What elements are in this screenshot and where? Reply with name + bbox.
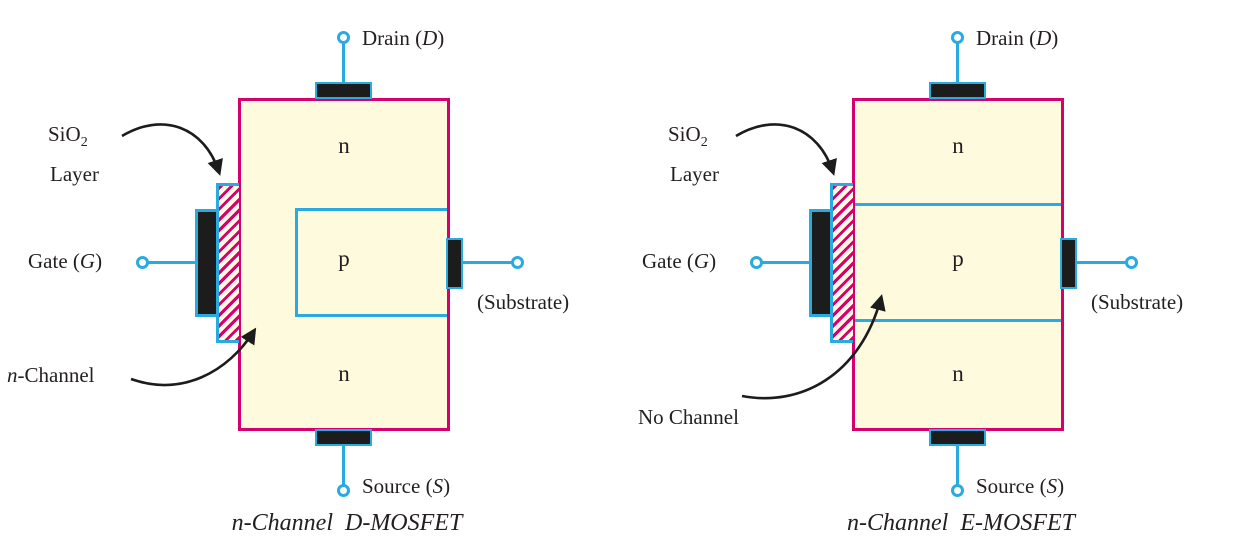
source-contact: [929, 429, 986, 446]
gate-lead: [761, 261, 811, 264]
drain-lead: [342, 43, 345, 83]
gate-terminal-dot: [750, 256, 763, 269]
n-region-top-label: n: [952, 133, 964, 158]
drain-terminal-dot: [951, 31, 964, 44]
sio2-label-line1: SiO2: [48, 122, 88, 150]
drain-terminal-label: Drain (D): [362, 26, 445, 50]
source-terminal-dot: [337, 484, 350, 497]
gate-electrode: [809, 209, 831, 317]
d-mosfet-diagram: n p n Drain (D) Source (S) (Substrate) G…: [7, 26, 570, 536]
sio2-layer: [216, 183, 239, 343]
source-lead: [956, 445, 959, 485]
sio2-arrow: [121, 123, 223, 176]
sio2-arrow: [735, 123, 837, 176]
sio2-label-line2: Layer: [50, 162, 99, 186]
p-region-outline: [295, 208, 447, 317]
substrate-terminal-dot: [1125, 256, 1138, 269]
source-lead: [342, 445, 345, 485]
substrate-contact: [1060, 238, 1077, 289]
semiconductor-body: [238, 98, 450, 431]
substrate-terminal-dot: [511, 256, 524, 269]
p-region-label: p: [952, 246, 964, 271]
n-channel-label: n-Channel: [7, 363, 95, 387]
source-contact: [315, 429, 372, 446]
substrate-label: (Substrate): [1091, 290, 1184, 314]
sio2-label-line2: Layer: [670, 162, 719, 186]
no-channel-label: No Channel: [638, 405, 739, 429]
drain-terminal-dot: [337, 31, 350, 44]
gate-electrode: [195, 209, 217, 317]
drain-contact: [315, 82, 372, 99]
diagram-caption: n-Channel D-MOSFET: [231, 510, 463, 536]
sio2-label-line1: SiO2: [668, 122, 708, 150]
drain-lead: [956, 43, 959, 83]
p-region-outline: [855, 203, 1061, 322]
source-terminal-dot: [951, 484, 964, 497]
substrate-label: (Substrate): [477, 290, 570, 314]
sio2-subscript: 2: [700, 135, 708, 150]
substrate-lead: [1075, 261, 1127, 264]
diagram-caption: n-Channel E-MOSFET: [847, 510, 1075, 536]
sio2-subscript: 2: [80, 135, 88, 150]
substrate-lead: [461, 261, 513, 264]
gate-terminal-label: Gate (G): [642, 249, 717, 273]
drain-terminal-label: Drain (D): [976, 26, 1059, 50]
gate-lead: [147, 261, 197, 264]
n-region-top-label: n: [338, 133, 350, 158]
n-region-bottom-label: n: [338, 361, 350, 386]
source-terminal-label: Source (S): [362, 474, 451, 498]
substrate-contact: [446, 238, 463, 289]
n-region-bottom-label: n: [952, 361, 964, 386]
e-mosfet-diagram: n p n Drain (D) Source (S) (Substrate) G…: [614, 0, 1233, 550]
p-region-label: p: [338, 246, 350, 271]
gate-terminal-label: Gate (G): [28, 249, 103, 273]
sio2-layer: [830, 183, 853, 343]
source-terminal-label: Source (S): [976, 474, 1065, 498]
gate-terminal-dot: [136, 256, 149, 269]
drain-contact: [929, 82, 986, 99]
